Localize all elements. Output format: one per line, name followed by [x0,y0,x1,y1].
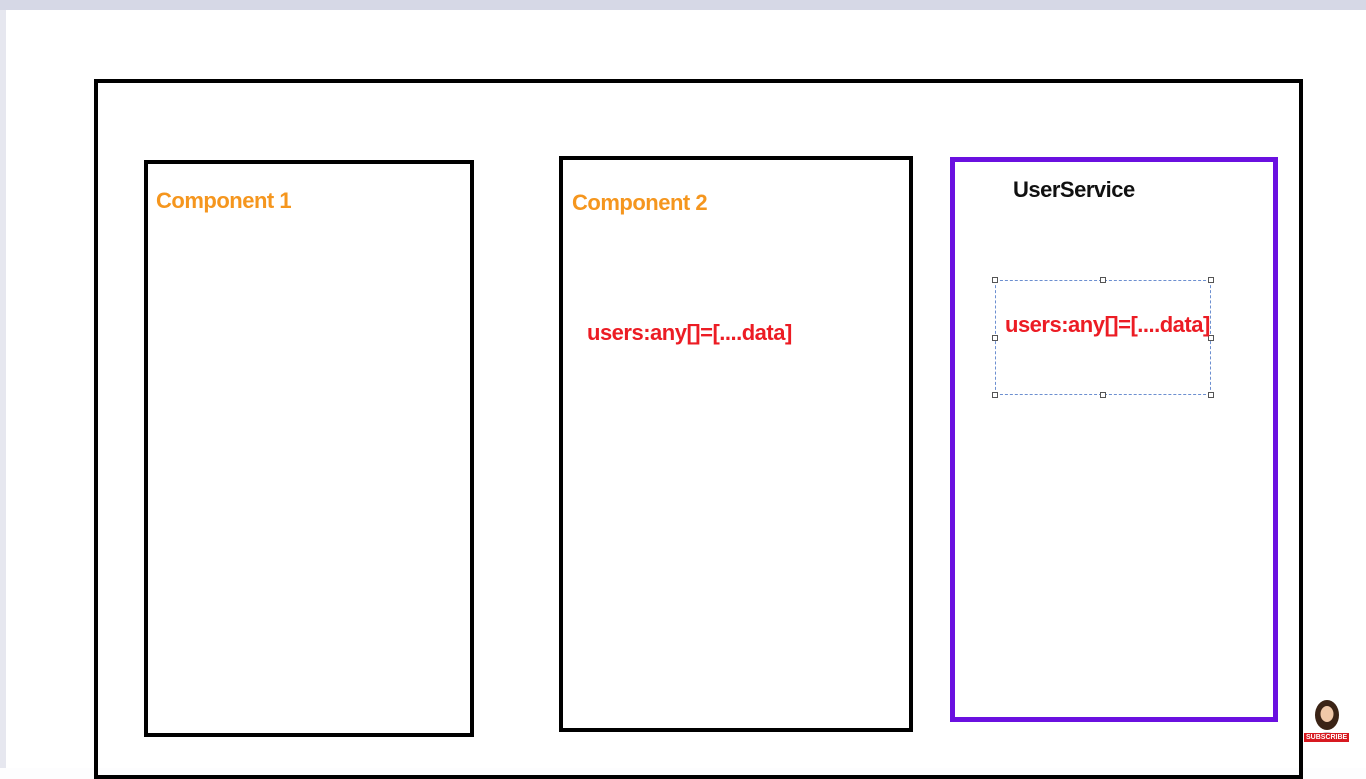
resize-handle-top-right[interactable] [1208,277,1214,283]
userservice-users-field: users:any[]=[....data] [1005,312,1210,337]
component-2-title: Component 2 [572,190,708,215]
resize-handle-bottom-right[interactable] [1208,392,1214,398]
resize-handle-right[interactable] [1208,335,1214,341]
component-2-users-field: users:any[]=[....data] [587,320,792,345]
resize-handle-bottom-left[interactable] [992,392,998,398]
resize-handle-top[interactable] [1100,277,1106,283]
userservice-box [950,157,1278,722]
userservice-title: UserService [1013,177,1135,202]
resize-handle-top-left[interactable] [992,277,998,283]
resize-handle-left[interactable] [992,335,998,341]
component-1-title: Component 1 [156,188,292,213]
subscribe-button[interactable]: SUBSCRIBE [1304,733,1350,742]
top-bar [0,0,1366,10]
component-2-box [559,156,913,732]
left-bar [0,10,6,768]
resize-handle-bottom[interactable] [1100,392,1106,398]
component-1-box [144,160,474,737]
